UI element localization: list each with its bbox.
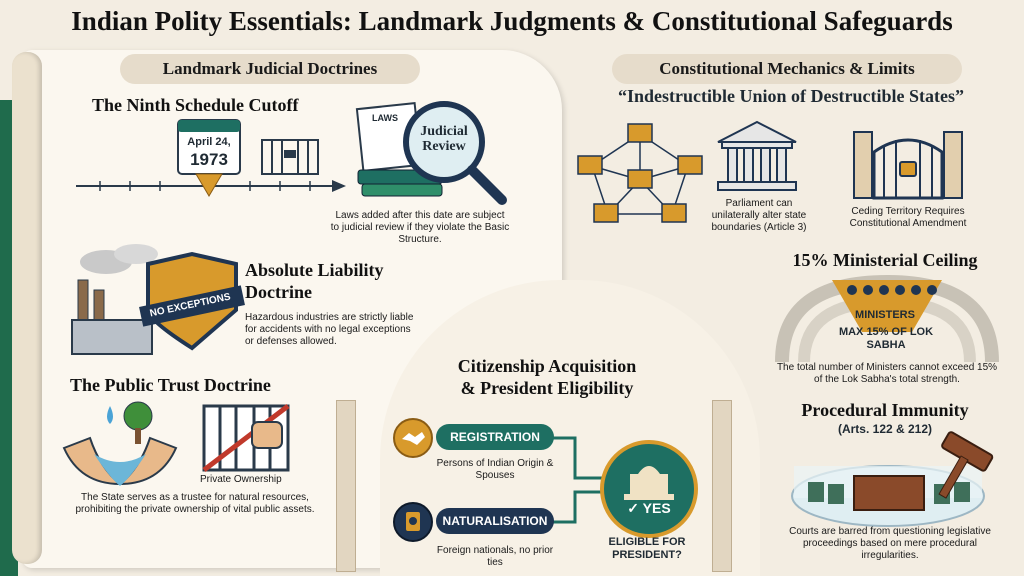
yes-label: YES: [642, 500, 671, 516]
citizenship-heading-1: Citizenship Acquisition: [457, 356, 637, 376]
arch-column-left: [336, 400, 356, 572]
citizenship-heading-2: & President Eligibility: [460, 378, 634, 398]
ministerial-description: The total number of Ministers cannot exc…: [776, 362, 998, 385]
naturalisation-badge: NATURALISATION: [436, 508, 554, 534]
citizenship-flow-lines: [540, 436, 602, 524]
public-trust-heading: The Public Trust Doctrine: [70, 375, 271, 395]
scroll-roll: [12, 52, 42, 564]
parliament-description: Parliament can unilaterally alter state …: [711, 198, 807, 233]
judicial-review-label: Judicial Review: [420, 124, 468, 154]
territory-description: Ceding Territory Requires Constitutional…: [849, 206, 967, 229]
ninth-schedule-heading: The Ninth Schedule Cutoff: [92, 95, 299, 115]
absolute-liability-heading-1: Absolute Liability: [245, 260, 384, 280]
absolute-liability-description: Hazardous industries are strictly liable…: [245, 312, 414, 347]
arch-column-right: [712, 400, 732, 572]
left-section-header: Landmark Judicial Doctrines: [120, 54, 420, 84]
union-quote: “Indestructible Union of Destructible St…: [618, 86, 964, 106]
states-network-icon: [577, 123, 703, 223]
handshake-icon: [393, 418, 433, 458]
ministerial-heading: 15% Ministerial Ceiling: [792, 250, 978, 270]
procedural-immunity-description: Courts are barred from questioning legis…: [789, 526, 991, 561]
page-title: Indian Polity Essentials: Landmark Judgm…: [71, 6, 953, 36]
right-section-header: Constitutional Mechanics & Limits: [612, 54, 962, 84]
factory-shield-illustration: [71, 244, 245, 355]
judicial-review-illustration: [355, 101, 507, 205]
rashtrapati-bhavan-icon: [624, 466, 674, 500]
procedural-immunity-heading: Procedural Immunity: [801, 400, 969, 420]
public-trust-illustration: [62, 401, 290, 486]
locked-gate-icon: [853, 131, 963, 200]
gate-icon: [261, 139, 319, 175]
lok-sabha-seating-icon: [775, 274, 999, 363]
eligible-for-president-label: ELIGIBLE FOR PRESIDENT?: [608, 536, 686, 561]
timeline-illustration: [76, 119, 346, 197]
calendar-year: 1973: [190, 150, 228, 169]
naturalisation-description: Foreign nationals, no prior ties: [436, 545, 554, 568]
passport-icon: [393, 502, 433, 542]
legislature-gavel-illustration: [791, 431, 994, 527]
calendar-day: April 24,: [187, 136, 231, 148]
registration-badge: REGISTRATION: [436, 424, 554, 450]
president-eligibility-circle: [600, 440, 698, 538]
parliament-building-icon: [717, 120, 797, 191]
ministers-label: MINISTERS: [855, 309, 915, 321]
private-ownership-label: Private Ownership: [200, 474, 282, 485]
public-trust-description: The State serves as a trustee for natura…: [75, 492, 315, 515]
max-15-label: MAX 15% OF LOK SABHA: [838, 326, 934, 351]
laws-tag: LAWS: [372, 113, 398, 123]
procedural-immunity-articles: (Arts. 122 & 212): [837, 422, 933, 436]
yes-checkmark: ✓ YES: [627, 500, 671, 516]
absolute-liability-heading-2: Doctrine: [245, 282, 312, 302]
registration-description: Persons of Indian Origin & Spouses: [436, 458, 554, 481]
ninth-schedule-description: Laws added after this date are subject t…: [330, 210, 510, 245]
